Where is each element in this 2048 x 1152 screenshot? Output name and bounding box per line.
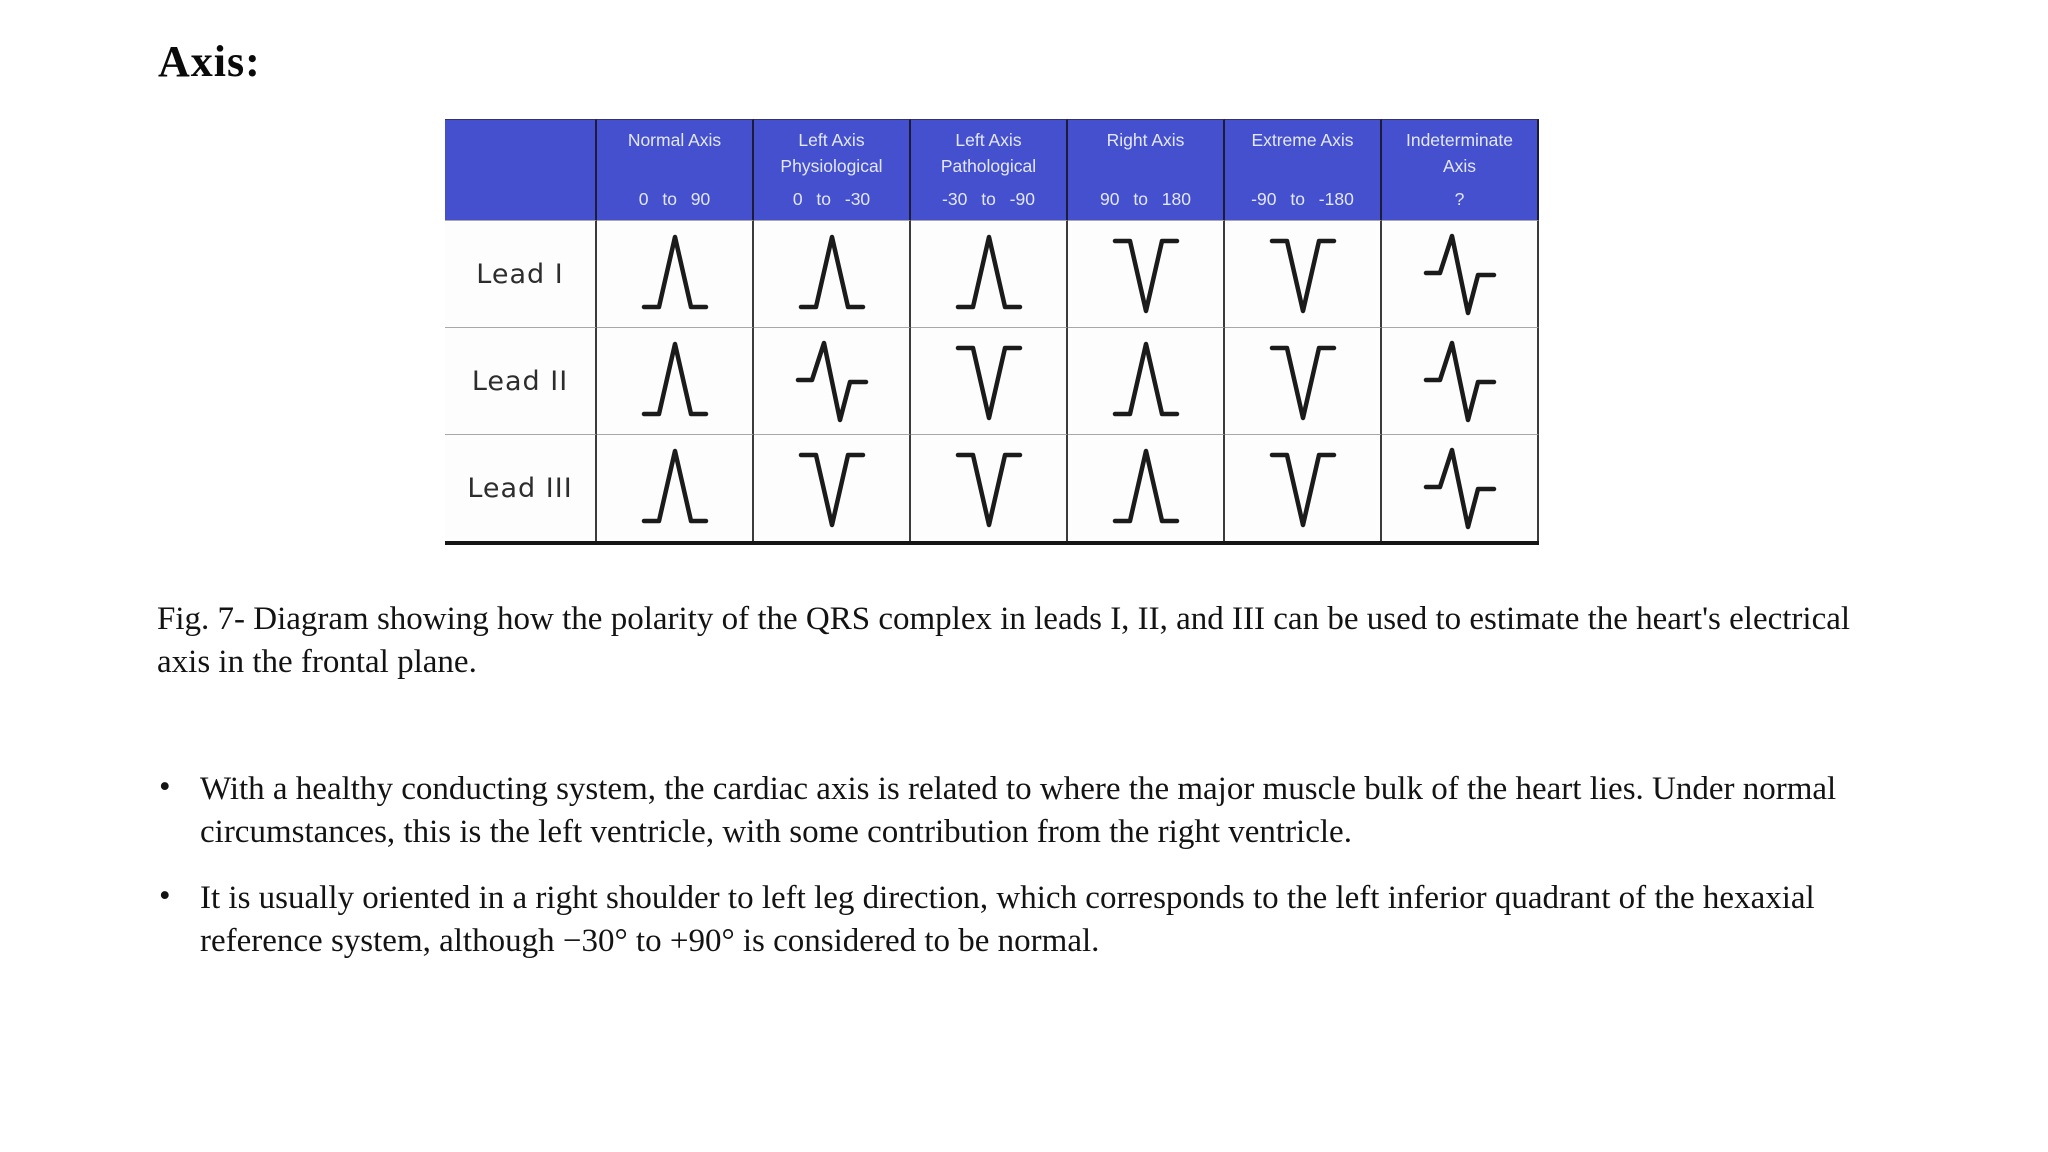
qrs-down-waveform-icon <box>955 345 1022 421</box>
qrs-down-waveform-icon <box>1269 238 1336 314</box>
axis-degree-range: -30 to -90 <box>942 189 1035 209</box>
table-header-corner-cell <box>445 119 597 220</box>
table-header-cell: Extreme Axis -90 to -180 <box>1225 119 1382 220</box>
axis-degree-range: 0 to 90 <box>638 189 711 209</box>
qrs-up-waveform-icon <box>1112 341 1179 417</box>
axis-degree-range: 90 to 180 <box>1100 189 1191 209</box>
waveform-cell <box>597 220 754 327</box>
axis-degree-range: ? <box>1454 189 1465 209</box>
waveform-cell <box>1225 220 1382 327</box>
axis-degree-range: 0 to -30 <box>792 189 871 209</box>
waveform-cell <box>1225 434 1382 541</box>
axis-name-line2: Pathological <box>940 156 1037 176</box>
qrs-up-waveform-icon <box>641 341 708 417</box>
axis-name-line1: Extreme Axis <box>1251 130 1354 150</box>
qrs-up-waveform-icon <box>1112 448 1179 524</box>
qrs-down-waveform-icon <box>798 452 865 528</box>
axis-name-line1: Left Axis <box>798 130 865 150</box>
qrs-up-waveform-icon <box>641 234 708 310</box>
bullet-text: With a healthy conducting system, the ca… <box>200 771 1837 850</box>
qrs-up-waveform-icon <box>798 234 865 310</box>
qrs-biphasic-waveform-icon <box>795 340 868 423</box>
axis-name-line1: Left Axis <box>955 130 1022 150</box>
axis-name-line2: Axis <box>1442 156 1477 176</box>
lead-row-label: Lead II <box>445 327 597 434</box>
bullet-item: • It is usually oriented in a right shoul… <box>157 877 1919 963</box>
waveform-cell <box>1068 327 1225 434</box>
waveform-cell <box>1382 327 1539 434</box>
bullet-list: • With a healthy conducting system, the c… <box>157 768 1919 986</box>
bullet-marker-icon: • <box>159 878 171 914</box>
waveform-cell <box>1068 434 1225 541</box>
axis-degree-range: -90 to -180 <box>1251 189 1354 209</box>
qrs-down-waveform-icon <box>1269 345 1336 421</box>
axis-name-line1: Indeterminate <box>1405 130 1513 150</box>
qrs-up-waveform-icon <box>955 234 1022 310</box>
waveform-cell <box>1382 220 1539 327</box>
figure-caption: Fig. 7- Diagram showing how the polarity… <box>157 601 1851 680</box>
qrs-down-waveform-icon <box>955 452 1022 528</box>
table-header-cell: Right Axis 90 to 180 <box>1068 119 1225 220</box>
page-title: Axis: <box>158 37 261 86</box>
waveform-cell <box>1382 434 1539 541</box>
waveform-cell <box>754 434 911 541</box>
lead-row-label: Lead III <box>445 434 597 541</box>
waveform-cell <box>597 434 754 541</box>
waveform-cell <box>911 220 1068 327</box>
qrs-biphasic-waveform-icon <box>1423 340 1496 423</box>
waveform-cell <box>911 327 1068 434</box>
axis-name-line1: Normal Axis <box>627 130 722 150</box>
lead-row-label: Lead I <box>445 220 597 327</box>
waveform-cell <box>911 434 1068 541</box>
bullet-marker-icon: • <box>159 769 171 805</box>
bullet-item: • With a healthy conducting system, the c… <box>157 768 1919 854</box>
waveform-cell <box>1225 327 1382 434</box>
waveform-cell <box>754 220 911 327</box>
waveform-cell <box>597 327 754 434</box>
qrs-biphasic-waveform-icon <box>1423 447 1496 530</box>
qrs-up-waveform-icon <box>641 448 708 524</box>
qrs-down-waveform-icon <box>1269 452 1336 528</box>
bullet-text: It is usually oriented in a right should… <box>200 880 1815 959</box>
qrs-biphasic-waveform-icon <box>1423 233 1496 316</box>
waveform-cell <box>754 327 911 434</box>
waveform-cell <box>1068 220 1225 327</box>
table-header-cell: Normal Axis 0 to 90 <box>597 119 754 220</box>
axis-name-line2: Physiological <box>780 156 883 176</box>
qrs-down-waveform-icon <box>1112 238 1179 314</box>
axis-name-line1: Right Axis <box>1106 130 1185 150</box>
